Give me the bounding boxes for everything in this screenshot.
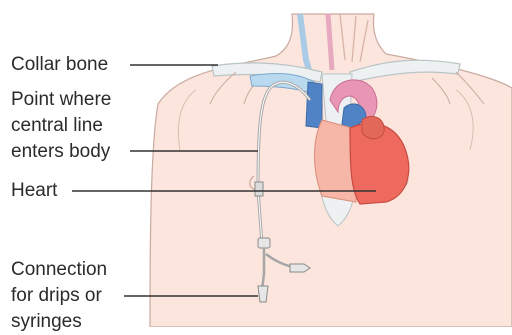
label-connection-line-2: for drips or (11, 283, 107, 309)
label-collar-bone-text: Collar bone (11, 52, 108, 78)
label-entry-point: Point where central line enters body (11, 87, 111, 165)
label-connection: Connection for drips or syringes (11, 257, 107, 335)
connector-cap-down (258, 286, 268, 302)
label-entry-point-line-1: Point where (11, 87, 111, 113)
label-connection-line-1: Connection (11, 257, 107, 283)
catheter-hub (255, 182, 263, 196)
label-entry-point-line-3: enters body (11, 139, 111, 165)
label-entry-point-line-2: central line (11, 113, 111, 139)
catheter-clamp (258, 238, 270, 248)
label-collar-bone: Collar bone (11, 52, 108, 78)
label-connection-line-3: syringes (11, 309, 107, 335)
superior-vena-cava (306, 82, 322, 128)
left-atrium (362, 116, 384, 138)
label-heart-text: Heart (11, 178, 57, 204)
label-heart: Heart (11, 178, 57, 204)
